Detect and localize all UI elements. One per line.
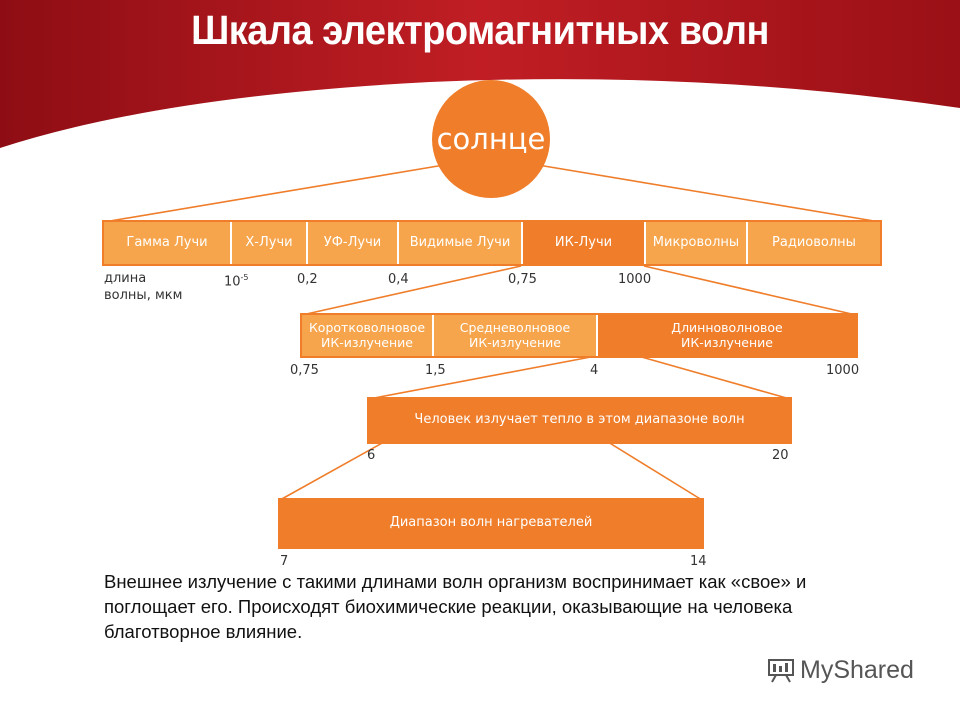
tick-1e-5: 10-5 bbox=[224, 273, 249, 289]
ir-tick-1000: 1000 bbox=[826, 363, 860, 378]
tick-0-75: 0,75 bbox=[508, 272, 537, 287]
segment-long-ir: Длинноволновое ИК-излучение bbox=[596, 315, 856, 356]
segment-x-ray: Х-Лучи bbox=[230, 222, 306, 264]
heater-tick-14: 14 bbox=[690, 554, 707, 569]
ir-tick-4: 4 bbox=[590, 363, 599, 378]
segment-short-ir: Коротковолновое ИК-излучение bbox=[302, 315, 432, 356]
heater-range-bar: Диапазон волн нагревателей bbox=[278, 498, 704, 549]
tick-0-4: 0,4 bbox=[388, 272, 409, 287]
axis-label: длина волны, мкм bbox=[104, 271, 183, 303]
human-tick-20: 20 bbox=[772, 448, 789, 463]
sun-circle: солнце bbox=[432, 80, 550, 198]
heater-range-label: Диапазон волн нагревателей bbox=[278, 498, 704, 549]
segment-infrared: ИК-Лучи bbox=[521, 222, 644, 264]
tick-base: 10 bbox=[224, 274, 241, 290]
tick-exponent: -5 bbox=[240, 273, 249, 282]
tick-1000: 1000 bbox=[618, 272, 652, 287]
human-range-label: Человек излучает тепло в этом диапазоне … bbox=[367, 397, 792, 444]
segment-radio: Радиоволны bbox=[746, 222, 880, 264]
human-tick-6: 6 bbox=[367, 448, 376, 463]
logo: MyShared bbox=[768, 656, 914, 685]
ir-bar: Коротковолновое ИК-излучение Средневолно… bbox=[300, 313, 858, 358]
segment-visible: Видимые Лучи bbox=[397, 222, 521, 264]
segment-uv: УФ-Лучи bbox=[306, 222, 397, 264]
page-title: Шкала электромагнитных волн bbox=[191, 8, 769, 54]
ir-tick-0-75: 0,75 bbox=[290, 363, 319, 378]
spectrum-bar: Гамма Лучи Х-Лучи УФ-Лучи Видимые Лучи И… bbox=[102, 220, 882, 266]
segment-gamma: Гамма Лучи bbox=[104, 222, 230, 264]
segment-medium-ir: Средневолновое ИК-излучение bbox=[432, 315, 596, 356]
header-banner bbox=[0, 0, 960, 148]
presentation-board-icon bbox=[768, 658, 794, 682]
logo-text: MyShared bbox=[800, 656, 914, 684]
sun-label: солнце bbox=[436, 122, 546, 156]
tick-0-2: 0,2 bbox=[297, 272, 318, 287]
caption-text: Внешнее излучение с такими длинами волн … bbox=[104, 571, 807, 642]
human-range-bar: Человек излучает тепло в этом диапазоне … bbox=[367, 397, 792, 444]
ir-tick-1-5: 1,5 bbox=[425, 363, 446, 378]
connector-lines bbox=[103, 164, 881, 501]
heater-tick-7: 7 bbox=[280, 554, 289, 569]
segment-microwave: Микроволны bbox=[644, 222, 746, 264]
